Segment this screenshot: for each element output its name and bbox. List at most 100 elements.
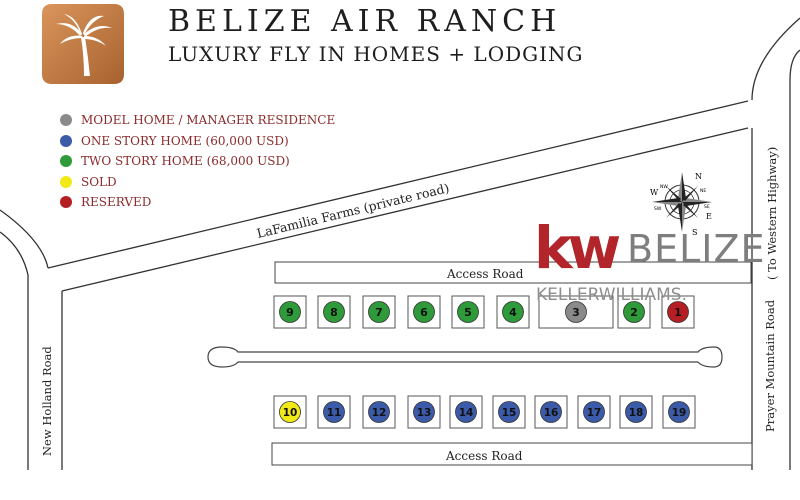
- kw-watermark-belize: BELIZE: [627, 227, 766, 271]
- legend: MODEL HOME / MANAGER RESIDENCE ONE STORY …: [60, 110, 335, 213]
- western-highway-label: ( To Western Highway): [765, 147, 779, 280]
- palm-tree-icon: [42, 4, 124, 84]
- lot-status-dot-one-story: [498, 401, 520, 423]
- kw-watermark-logo: kw: [534, 214, 621, 282]
- lot-number: 11: [327, 407, 342, 419]
- lot-number: 15: [502, 407, 517, 419]
- lot-9[interactable]: 9: [273, 295, 307, 329]
- lot-status-dot-two-story: [502, 301, 524, 323]
- svg-text:SW: SW: [654, 206, 662, 212]
- lot-number: 9: [286, 306, 294, 319]
- lot-number: 7: [375, 306, 383, 319]
- access-road-bottom: [271, 442, 753, 466]
- lot-number: 12: [372, 407, 387, 419]
- lot-number: 16: [544, 407, 559, 419]
- legend-item-reserved: RESERVED: [60, 192, 335, 213]
- lot-number: 6: [420, 306, 428, 319]
- lot-2[interactable]: 2: [617, 295, 651, 329]
- lot-status-dot-one-story: [583, 401, 605, 423]
- lot-status-dot-one-story: [413, 401, 435, 423]
- new-holland-road-edge-top: [0, 209, 49, 269]
- lots-row-bottom: 10 11 12 13 14 15 16 17 18 19: [273, 395, 696, 429]
- legend-dot-reserved: [60, 196, 72, 209]
- lot-status-dot-two-story: [457, 301, 479, 323]
- lot-16[interactable]: 16: [534, 395, 568, 429]
- svg-text:S: S: [692, 228, 697, 237]
- lot-status-dot-one-story: [668, 401, 690, 423]
- svg-text:E: E: [706, 212, 712, 221]
- legend-dot-sold: [60, 175, 72, 188]
- page-subtitle: LUXURY FLY IN HOMES + LODGING: [168, 42, 584, 66]
- lot-status-dot-one-story: [368, 401, 390, 423]
- lot-18[interactable]: 18: [619, 395, 653, 429]
- lot-number: 10: [283, 407, 298, 419]
- lot-8[interactable]: 8: [317, 295, 351, 329]
- access-road-top: [274, 261, 752, 284]
- lot-15[interactable]: 15: [492, 395, 526, 429]
- access-road-top-label: Access Road: [446, 267, 524, 281]
- lot-11[interactable]: 11: [317, 395, 351, 429]
- svg-text:W: W: [650, 188, 659, 197]
- legend-dot-two-story: [60, 155, 72, 168]
- lot-number: 4: [509, 306, 517, 319]
- compass-rose-icon: N S E W NW NE SW SE: [650, 172, 712, 237]
- lot-status-dot-two-story: [279, 301, 301, 323]
- legend-label: MODEL HOME / MANAGER RESIDENCE: [81, 113, 336, 128]
- lot-1[interactable]: 1: [661, 295, 695, 329]
- legend-label: SOLD: [81, 174, 117, 189]
- lot-status-dot-one-story: [625, 401, 647, 423]
- kw-watermark-keller-williams: KELLERWILLIAMS.: [536, 285, 687, 305]
- lafamilia-road-edge-bottom: [61, 127, 749, 292]
- page-title: BELIZE AIR RANCH: [168, 4, 562, 39]
- lot-14[interactable]: 14: [449, 395, 483, 429]
- lot-status-dot-one-story: [540, 401, 562, 423]
- lot-10[interactable]: 10: [273, 395, 307, 429]
- lot-12[interactable]: 12: [362, 395, 396, 429]
- lot-19[interactable]: 19: [662, 395, 696, 429]
- lot-status-dot-sold: [279, 401, 301, 423]
- lot-number: 1: [674, 306, 682, 319]
- svg-text:NE: NE: [700, 188, 706, 194]
- lot-3[interactable]: 3: [538, 295, 614, 329]
- legend-label: ONE STORY HOME (60,000 USD): [81, 133, 289, 148]
- lot-number: 13: [417, 407, 432, 419]
- lot-5[interactable]: 5: [451, 295, 485, 329]
- lot-number: 19: [672, 407, 687, 419]
- lot-6[interactable]: 6: [407, 295, 441, 329]
- lots-row-top: 9 8 7 6 5 4 3 2 1: [273, 295, 695, 329]
- svg-text:N: N: [695, 172, 702, 181]
- lot-number: 14: [459, 407, 474, 419]
- lot-number: 3: [572, 306, 580, 319]
- lot-status-dot-one-story: [455, 401, 477, 423]
- lot-number: 17: [587, 407, 602, 419]
- legend-item-model: MODEL HOME / MANAGER RESIDENCE: [60, 110, 335, 131]
- lot-status-dot-model: [565, 301, 587, 323]
- lot-status-dot-reserved: [667, 301, 689, 323]
- legend-label: RESERVED: [81, 195, 152, 210]
- new-holland-road-edge-left: [0, 231, 29, 470]
- legend-item-sold: SOLD: [60, 172, 335, 193]
- lot-number: 8: [330, 306, 338, 319]
- svg-text:NW: NW: [660, 184, 668, 190]
- lot-number: 5: [464, 306, 472, 319]
- prayer-mountain-road-label: Prayer Mountain Road: [763, 299, 777, 432]
- lot-7[interactable]: 7: [362, 295, 396, 329]
- lot-4[interactable]: 4: [496, 295, 530, 329]
- lot-status-dot-two-story: [413, 301, 435, 323]
- lot-13[interactable]: 13: [407, 395, 441, 429]
- lot-number: 2: [630, 306, 638, 319]
- legend-dot-one-story: [60, 134, 72, 147]
- legend-label: TWO STORY HOME (68,000 USD): [81, 154, 290, 169]
- lafamilia-road-edge-top: [47, 100, 749, 269]
- legend-item-two-story: TWO STORY HOME (68,000 USD): [60, 151, 335, 172]
- svg-text:SE: SE: [704, 204, 710, 210]
- lot-status-dot-two-story: [623, 301, 645, 323]
- lot-status-dot-one-story: [323, 401, 345, 423]
- palm-tree-logo: [42, 4, 124, 84]
- prayer-mountain-road-edge-right: [789, 49, 800, 470]
- lot-status-dot-two-story: [323, 301, 345, 323]
- legend-dot-model: [60, 114, 72, 127]
- lot-17[interactable]: 17: [577, 395, 611, 429]
- legend-item-one-story: ONE STORY HOME (60,000 USD): [60, 131, 335, 152]
